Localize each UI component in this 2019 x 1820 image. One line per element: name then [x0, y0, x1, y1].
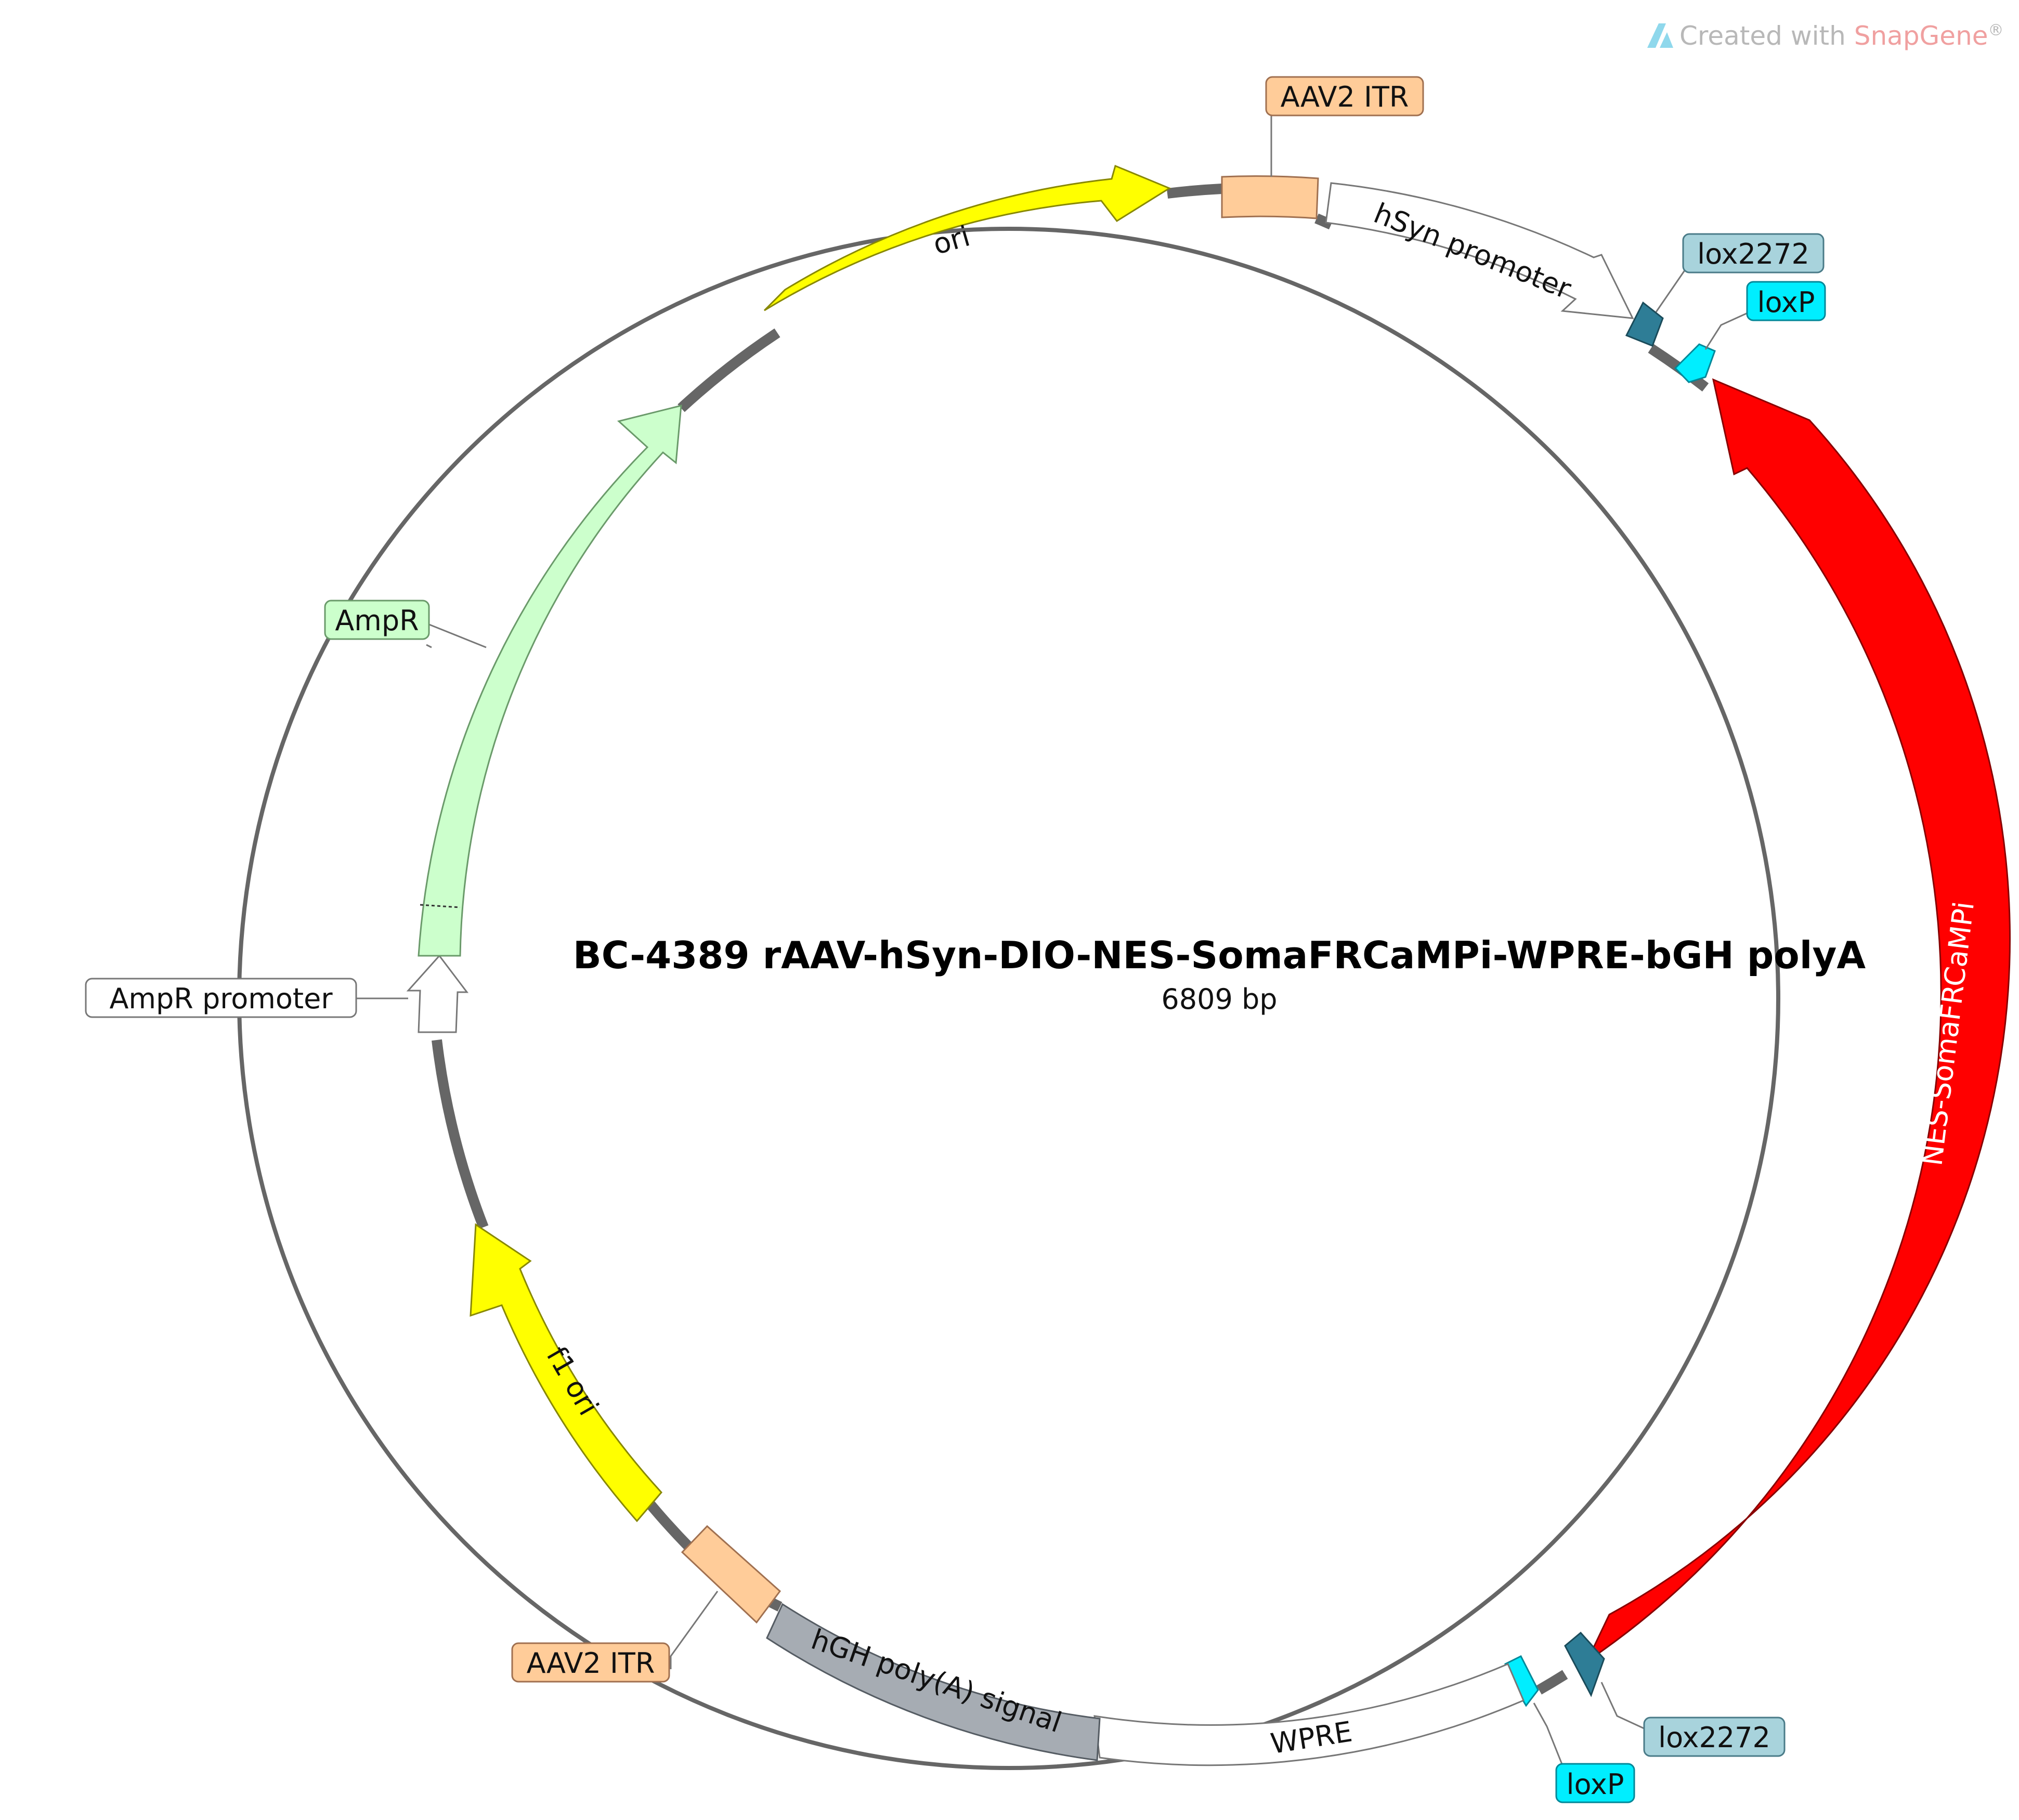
- svg-text:Created with SnapGene®: Created with SnapGene®: [1679, 21, 2004, 51]
- feature-ori[interactable]: ori: [763, 164, 1171, 311]
- brand-created-with: Created with: [1679, 21, 1854, 51]
- feature-loxp-bottom-tag: [1555, 1763, 1635, 1803]
- feature-aav2-itr-top-label: AAV2 ITR: [1281, 81, 1409, 113]
- feature-lox2272-bottom-shape: [1564, 1631, 1605, 1697]
- feature-aav2-itr-bottom-tag: [511, 1642, 670, 1683]
- feature-ampr[interactable]: AmpR: [324, 405, 682, 957]
- feature-f1-ori-shape: [470, 1223, 663, 1523]
- brand-registered: ®: [1988, 21, 2004, 40]
- feature-aav2-itr-bottom-label: AAV2 ITR: [527, 1647, 655, 1680]
- feature-loxp-top[interactable]: loxP: [1674, 281, 1826, 383]
- feature-lox2272-top-tag: [1682, 233, 1825, 274]
- plasmid-title: BC-4389 rAAV-hSyn-DIO-NES-SomaFRCaMPi-WP…: [573, 933, 1866, 977]
- linker-ampr-ori: [678, 328, 780, 412]
- feature-lox2272-bottom-label: lox2272: [1658, 1721, 1770, 1754]
- feature-lox2272-bottom[interactable]: lox2272: [1564, 1631, 1786, 1757]
- feature-loxp-top-label: loxP: [1757, 286, 1815, 319]
- plasmid-backbone: [237, 227, 1780, 1770]
- feature-ori-shape: [763, 164, 1171, 311]
- snapgene-logo-icon: [1647, 23, 1673, 48]
- feature-lox2272-bottom-tag: [1643, 1717, 1786, 1757]
- feature-ampr-promoter[interactable]: AmpR promoter: [85, 954, 469, 1033]
- feature-aav2-itr-bottom-shape: [681, 1525, 781, 1624]
- feature-hgh-polya[interactable]: hGH poly(A) signal: [766, 1603, 1101, 1761]
- feature-hsyn-promoter[interactable]: hSyn promoter: [1325, 182, 1634, 319]
- feature-ampr-tag: [324, 600, 430, 640]
- feature-lox2272-top-shape: [1625, 301, 1664, 347]
- feature-lox2272-top-label: lox2272: [1697, 238, 1809, 270]
- feature-hgh-polya-shape: [766, 1603, 1101, 1761]
- linker-ori-itr: [1166, 184, 1222, 199]
- snapgene-watermark: Created with SnapGene®: [1647, 21, 2004, 51]
- feature-nes-somafrcampi-shape: [1585, 378, 2011, 1664]
- feature-loxp-bottom-label: loxP: [1567, 1768, 1624, 1801]
- feature-ampr-leader: [426, 644, 432, 648]
- feature-loxp-top-tag: [1746, 281, 1826, 321]
- feature-ampr-promoter-shape: [406, 954, 469, 1033]
- feature-aav2-itr-bottom[interactable]: AAV2 ITR: [511, 1525, 781, 1683]
- feature-f1-ori[interactable]: f1 ori: [470, 1223, 663, 1523]
- feature-aav2-itr-top[interactable]: AAV2 ITR: [1221, 76, 1424, 219]
- linker-lox-bottom: [1536, 1670, 1568, 1695]
- feature-aav2-itr-top-shape: [1221, 175, 1319, 219]
- plasmid-size: 6809 bp: [1161, 983, 1277, 1016]
- feature-wpre[interactable]: WPRE: [1093, 1663, 1525, 1766]
- feature-ampr-shape: [418, 405, 682, 957]
- brand-product: SnapGene: [1854, 21, 1988, 51]
- feature-ampr-divider: [420, 904, 461, 908]
- feature-loxp-bottom-leader: [1533, 1702, 1564, 1766]
- feature-aav2-itr-bottom-leader: [670, 1591, 719, 1669]
- feature-ampr-label: AmpR: [335, 604, 419, 637]
- feature-hsyn-promoter-shape: [1325, 182, 1634, 319]
- feature-lox2272-bottom-leader: [1600, 1682, 1651, 1733]
- feature-ampr-promoter-tag: [85, 978, 357, 1018]
- linker-f1-itr: [641, 1494, 696, 1554]
- feature-loxp-bottom[interactable]: loxP: [1504, 1655, 1635, 1803]
- linker-amppromoter-f1: [432, 1039, 489, 1229]
- feature-aav2-itr-top-tag: [1265, 76, 1424, 116]
- feature-ampr-leader-2: [427, 623, 487, 648]
- feature-wpre-shape: [1093, 1663, 1525, 1766]
- feature-loxp-top-shape: [1674, 343, 1716, 383]
- feature-lox2272-top[interactable]: lox2272: [1625, 233, 1825, 347]
- feature-ampr-promoter-label: AmpR promoter: [109, 982, 333, 1015]
- feature-loxp-top-leader: [1704, 311, 1750, 350]
